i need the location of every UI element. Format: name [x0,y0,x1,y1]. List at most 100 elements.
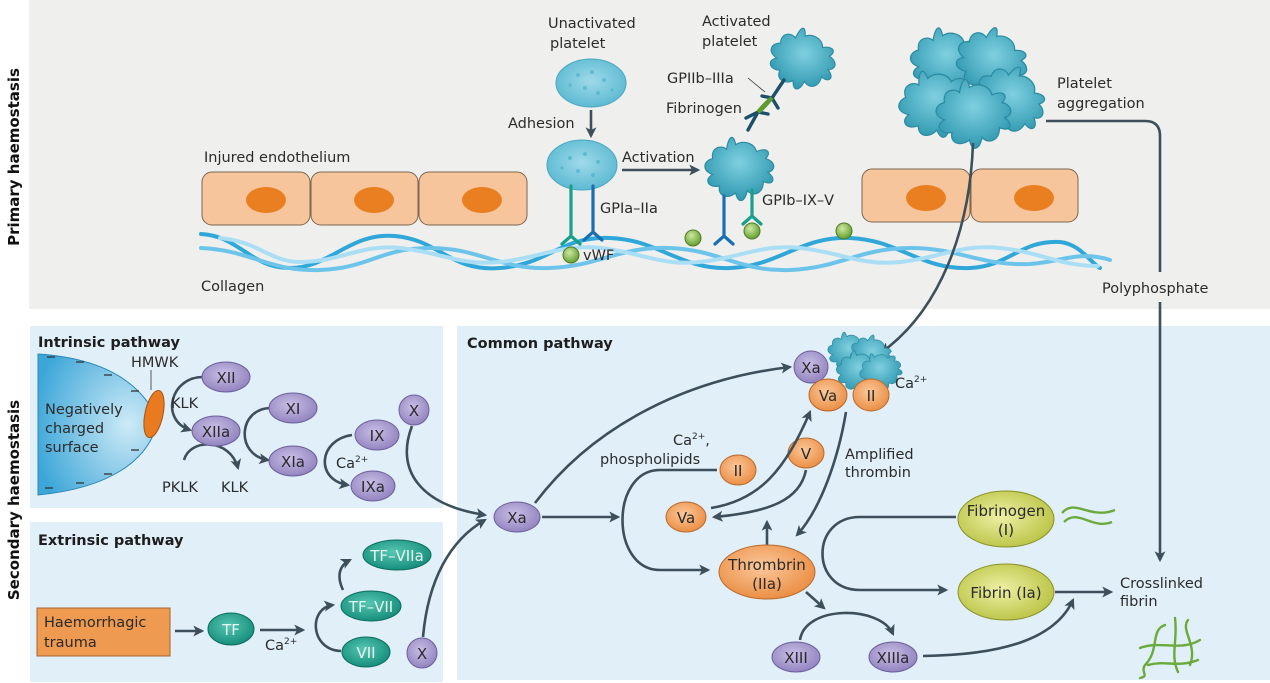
nucleus [462,187,502,213]
platelet-aggregation-label-line2: aggregation [1057,96,1145,112]
unactivated-platelet [555,58,627,108]
node-xi: XI [268,392,318,424]
node-tf: TF [207,612,255,646]
nucleus [906,185,946,211]
svg-text:XIa: XIa [281,453,305,471]
klk-label-2: KLK [221,480,249,496]
svg-text:X: X [417,645,427,663]
amplified-thrombin-label-line2: thrombin [845,465,911,481]
node-thrombin: Thrombrin (IIa) [718,544,816,600]
svg-text:Va: Va [819,387,837,405]
xii-to-xiia-arrow [170,375,204,433]
nucleus [246,187,286,213]
extrinsic-pathway-title: Extrinsic pathway [38,533,184,549]
node-v: V [787,437,825,469]
vwf-molecule [562,246,580,264]
svg-text:VII: VII [356,644,375,662]
gpiib-iiia-label: GPIIb–IIIa [667,71,734,87]
node-xiiia: XIIIa [868,641,918,673]
crosslinked-fibrin-label-line1: Crosslinked [1120,576,1203,592]
ca-phospholipids-label-line2: phospholipids [600,452,700,468]
platelet-granules [560,152,600,177]
svg-text:Va: Va [677,509,695,527]
svg-text:Fibrinogen: Fibrinogen [967,502,1046,520]
node-x-extrinsic: X [406,637,438,669]
unactivated-platelet-label-line2: platelet [550,36,606,52]
amplified-thrombin-arrow [795,411,848,537]
svg-text:V: V [801,445,812,463]
ca-label-extrinsic: Ca2+ [265,637,297,654]
surface-label-line1: Negatively [45,402,123,418]
node-ix: IX [354,419,400,451]
node-va-complex: Va [808,378,848,412]
v-to-va-arrow [711,469,808,522]
node-vii: VII [341,636,391,668]
vwf-label: vWF [583,248,614,264]
hmwk-label: HMWK [131,355,179,371]
platelet-aggregation-label-line1: Platelet [1057,76,1112,92]
adhesion-label: Adhesion [508,116,575,132]
va-to-complex-arrow [710,409,812,510]
svg-text:X: X [409,402,419,420]
endothelial-cells [201,168,1079,226]
svg-text:XIIa: XIIa [202,423,230,441]
svg-text:Thrombrin: Thrombrin [727,556,806,574]
platelet-granules [568,70,614,95]
secondary-haemostasis-label: Secondary haemostasis [5,400,23,600]
node-va: Va [665,501,707,533]
gpib-ix-v-label: GPIb–IX–V [762,193,834,209]
nucleus [354,187,394,213]
haemorrhagic-trauma-box [36,607,171,657]
svg-text:II: II [867,387,876,405]
ca-phospholipids-label-line1: Ca2+, [673,432,710,449]
node-tf-vii: TF–VII [340,590,402,622]
extrinsic-x-to-xa-arrow [421,518,487,638]
adhered-platelet [546,139,618,191]
gpiib-iiia-leader [747,77,766,93]
ix-to-ixa-arrow [323,433,353,490]
activated-platelet-label-line2: platelet [702,34,758,50]
fibrinogen-strands-icon [1061,506,1116,525]
xa-to-complex-arrow [533,362,793,504]
svg-text:XI: XI [286,400,301,418]
node-xiia: XIIa [191,415,241,447]
node-ii-complex: II [852,378,890,412]
node-xii: XII [201,361,251,393]
polyphosphate-arrow-top [1046,119,1162,272]
collagen-label: Collagen [201,279,264,295]
collagen-fibres [199,232,1112,273]
gpib-ix-v-receptor [713,188,763,246]
xiii-to-xiiia-arrow [798,611,895,641]
node-xia: XIa [268,445,318,477]
svg-text:TF: TF [221,621,240,639]
gpvi-receptor [560,184,604,246]
amplified-thrombin-label-line1: Amplified [845,447,914,463]
pklk-label: PKLK [162,480,198,496]
ca-label-complex: Ca2+ [895,375,927,392]
polyphosphate-label: Polyphosphate [1102,281,1208,297]
primary-haemostasis-label: Primary haemostasis [5,68,23,246]
intrinsic-pathway-title: Intrinsic pathway [38,335,180,351]
svg-text:XII: XII [216,369,235,387]
svg-text:IXa: IXa [361,478,385,496]
vwf-molecule [835,222,853,240]
svg-text:II: II [734,462,743,480]
crosslinked-fibrin-mesh-icon [1138,616,1202,680]
thrombin-to-xiii-arrow [805,591,826,610]
gpia-iia-label: GPIa–IIa [600,201,658,217]
injured-endothelium-label: Injured endothelium [204,150,350,166]
svg-text:Xa: Xa [801,359,820,377]
fibrinogen-label: Fibrinogen [666,101,742,117]
aggregate-to-complex-arrow [880,142,975,354]
svg-text:(IIa): (IIa) [752,575,782,593]
tf-vii-to-tf-viia-arrow [338,558,352,591]
fibrinogen-bridge [756,96,774,114]
negative-charges [45,356,139,489]
node-xiii: XIII [771,641,821,673]
klk-label-1: KLK [171,396,199,412]
vwf-molecule [743,222,761,240]
trauma-label-line1: Haemorrhagic [44,615,146,631]
svg-text:TF–VII: TF–VII [348,598,393,616]
xi-to-xia-arrow [243,406,272,465]
